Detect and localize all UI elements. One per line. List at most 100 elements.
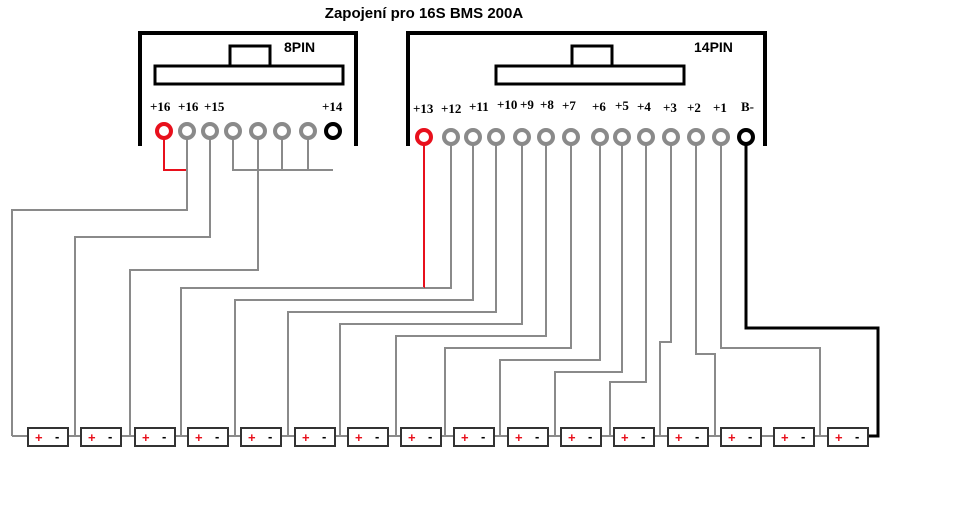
- connector-8pin-latch: [228, 44, 272, 68]
- pin-14pin-9: [613, 128, 631, 146]
- sense-wire-plus15: [74, 131, 211, 436]
- pin-14pin-7: [562, 128, 580, 146]
- cell-minus-label: -: [535, 429, 539, 444]
- battery-cell: [187, 427, 229, 447]
- pin-14pin-5: [513, 128, 531, 146]
- pin-label-plus16-b: +16: [178, 99, 199, 114]
- sense-wire-plus14: [129, 131, 259, 436]
- sense-wire-plus5: [554, 131, 623, 436]
- pin-14pin-2: [442, 128, 460, 146]
- sense-wire-plus2: [695, 131, 716, 436]
- battery-cell: [827, 427, 869, 447]
- cell-minus-label: -: [695, 429, 699, 444]
- pin-8pin-3: [201, 122, 219, 140]
- pin-label-b-minus: B-: [741, 99, 754, 114]
- bridge-plus16-wire: [163, 131, 187, 171]
- battery-cell: [613, 427, 655, 447]
- pin-8pin-7: [299, 122, 317, 140]
- pin-14pin-14: [737, 128, 755, 146]
- connector-8pin: 8PIN +16 +16 +15 +14: [138, 31, 358, 146]
- connector-14pin-name: 14PIN: [694, 39, 733, 55]
- battery-cell: [400, 427, 442, 447]
- battery-cell: [134, 427, 176, 447]
- pin-label-plus7: +7: [562, 98, 576, 113]
- battery-cell: [560, 427, 602, 447]
- pin-14pin-4: [487, 128, 505, 146]
- connector-8pin-frame: [138, 31, 358, 146]
- pin-label-plus10: +10: [497, 97, 517, 112]
- cell-minus-label: -: [268, 429, 272, 444]
- connector-14pin-latch: [570, 44, 614, 68]
- pin-label-plus9: +9: [520, 97, 534, 112]
- battery-cell: [453, 427, 495, 447]
- pin-label-plus14: +14: [322, 99, 343, 114]
- cell-plus-label: +: [142, 430, 150, 445]
- pin-label-plus5: +5: [615, 98, 629, 113]
- pin-14pin-10: [637, 128, 655, 146]
- cell-plus-label: +: [835, 430, 843, 445]
- battery-cell: [240, 427, 282, 447]
- cell-minus-label: -: [215, 429, 219, 444]
- pin-label-plus8: +8: [540, 97, 554, 112]
- cell-plus-label: +: [515, 430, 523, 445]
- sense-wire-plus16: [11, 131, 188, 436]
- pins: [155, 122, 755, 146]
- pin-label-plus6: +6: [592, 99, 606, 114]
- cell-plus-label: +: [355, 430, 363, 445]
- pin-14pin-3: [464, 128, 482, 146]
- sense-wire-plus9: [339, 131, 523, 436]
- sense-wire-plus6: [499, 131, 601, 436]
- cell-plus-label: +: [35, 430, 43, 445]
- pin-14pin-12: [687, 128, 705, 146]
- pin-8pin-8: [324, 122, 342, 140]
- cell-minus-label: -: [588, 429, 592, 444]
- battery-cells: +-+-+-+-+-+-+-+-+-+-+-+-+-+-+-+-: [27, 427, 869, 447]
- connector-8pin-name: 8PIN: [284, 39, 315, 55]
- pin-8pin-1: [155, 122, 173, 140]
- sense-wire-plus4: [609, 131, 647, 436]
- pin-label-plus12: +12: [441, 101, 461, 116]
- battery-cell: [347, 427, 389, 447]
- pin-14pin-8: [591, 128, 609, 146]
- pin-8pin-4: [224, 122, 242, 140]
- pin-label-plus11: +11: [469, 99, 489, 114]
- connector-14pin: 14PIN +13 +12 +11 +10 +9 +8 +7 +6 +5 +4 …: [406, 31, 767, 146]
- battery-cell: [773, 427, 815, 447]
- cell-minus-label: -: [855, 429, 859, 444]
- cell-minus-label: -: [108, 429, 112, 444]
- battery-cell: [667, 427, 709, 447]
- sense-wire-plus3: [659, 131, 672, 436]
- cell-plus-label: +: [302, 430, 310, 445]
- cell-plus-label: +: [781, 430, 789, 445]
- cell-minus-label: -: [375, 429, 379, 444]
- cell-plus-label: +: [408, 430, 416, 445]
- connector-14pin-body: [494, 64, 686, 86]
- pin-label-plus15: +15: [204, 99, 225, 114]
- cell-minus-label: -: [481, 429, 485, 444]
- cell-plus-label: +: [248, 430, 256, 445]
- cell-plus-label: +: [621, 430, 629, 445]
- pin-label-plus16-a: +16: [150, 99, 171, 114]
- b-minus-wire: [744, 131, 880, 438]
- battery-cell: [507, 427, 549, 447]
- cell-plus-label: +: [728, 430, 736, 445]
- pin-label-plus1: +1: [713, 100, 727, 115]
- cell-minus-label: -: [428, 429, 432, 444]
- pin-label-plus4: +4: [637, 99, 651, 114]
- cell-minus-label: -: [801, 429, 805, 444]
- pin-label-plus2: +2: [687, 100, 701, 115]
- pin-14pin-6: [537, 128, 555, 146]
- cell-minus-label: -: [748, 429, 752, 444]
- cell-plus-label: +: [461, 430, 469, 445]
- connector-8pin-body: [153, 64, 345, 86]
- pin-14pin-1: [415, 128, 433, 146]
- diagram-title: Zapojení pro 16S BMS 200A: [325, 5, 524, 22]
- battery-cell: [27, 427, 69, 447]
- cell-minus-label: -: [55, 429, 59, 444]
- sense-wire-plus7: [444, 131, 572, 436]
- pin-label-plus3: +3: [663, 100, 677, 115]
- sense-wire-plus8: [395, 131, 547, 436]
- sense-wire-plus10: [287, 131, 497, 436]
- pin-14pin-11: [662, 128, 680, 146]
